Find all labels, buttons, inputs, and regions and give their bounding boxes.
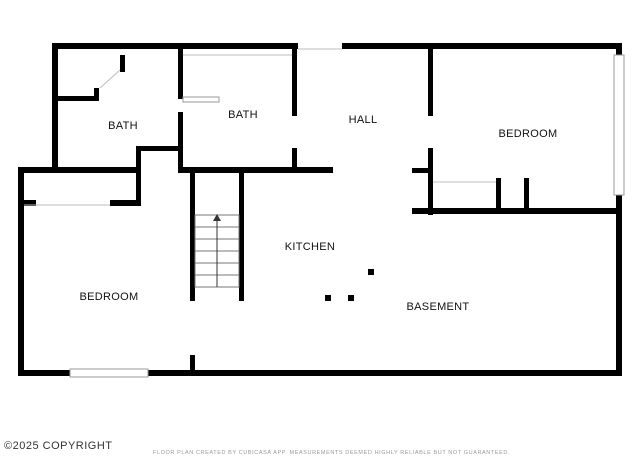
copyright-text: ©2025 COPYRIGHT [4,440,113,452]
staircase [194,214,240,288]
room-label-basement: BASEMENT [407,301,470,313]
room-labels: BATH BATH HALL BEDROOM KITCHEN BEDROOM B… [80,109,558,313]
windows-and-openings [24,48,625,378]
room-label-bedroom-left: BEDROOM [80,291,139,303]
room-label-bath-right: BATH [228,109,258,121]
room-label-bedroom-right: BEDROOM [499,128,558,140]
interior-walls [24,43,622,375]
disclaimer-text: FLOOR PLAN CREATED BY CUBICASA APP. MEAS… [153,450,511,456]
room-label-bath-left: BATH [108,120,138,132]
room-label-kitchen: KITCHEN [285,241,335,253]
room-label-hall: HALL [349,114,378,126]
stair-arrow-icon [213,214,221,221]
